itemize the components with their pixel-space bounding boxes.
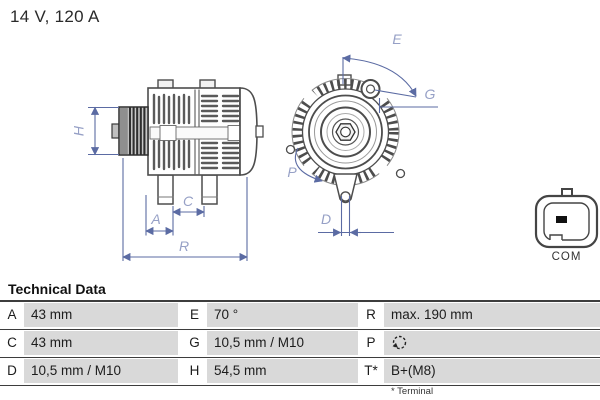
- front-foot: [333, 173, 358, 204]
- pulley-shaft: [111, 123, 120, 139]
- connector-tab: [561, 188, 573, 196]
- dim-value-c: 43 mm: [24, 331, 178, 355]
- side-view-dimensions: [88, 106, 248, 262]
- dimension-label-h: H: [71, 125, 87, 136]
- dimension-label-p: P: [287, 164, 297, 180]
- dim-value-e: 70 °: [207, 303, 358, 327]
- table-row: C 43 mm G 10,5 mm / M10 P: [0, 331, 600, 355]
- foot-bolt-hole: [340, 191, 351, 202]
- front-view-dimensions: [294, 54, 438, 237]
- dim-key-e: E: [189, 307, 199, 322]
- dim-key-t: T*: [364, 363, 378, 378]
- rotation-direction-icon: [392, 335, 407, 350]
- dimension-label-d: D: [321, 211, 331, 227]
- dimension-label-a: A: [150, 211, 160, 227]
- side-foot: [157, 174, 174, 205]
- table-row: A 43 mm E 70 ° R max. 190 mm: [0, 303, 600, 327]
- dimension-label-e: E: [392, 31, 402, 47]
- table-row: D 10,5 mm / M10 H 54,5 mm T* B+(M8): [0, 359, 600, 383]
- dim-value-r: max. 190 mm: [384, 303, 600, 327]
- dim-value-g: 10,5 mm / M10: [207, 331, 358, 355]
- dim-key-r: R: [366, 307, 376, 322]
- dim-key-a: A: [7, 307, 17, 322]
- dimension-label-c: C: [183, 193, 194, 209]
- table-title: Technical Data: [8, 281, 106, 297]
- connector-pin: [556, 216, 567, 223]
- dim-key-h: H: [189, 363, 200, 378]
- connector-drawing: COM: [534, 188, 599, 263]
- dimension-label-r: R: [179, 238, 189, 254]
- dimension-label-g: G: [425, 86, 436, 102]
- table-divider: [0, 356, 600, 358]
- dim-key-d: D: [7, 363, 17, 378]
- side-view-dimension-labels: H A C R: [71, 125, 194, 254]
- dim-value-d: 10,5 mm / M10: [24, 359, 178, 383]
- table-divider: [0, 328, 600, 330]
- table-divider: [0, 300, 600, 302]
- dim-value-t: B+(M8): [384, 359, 600, 383]
- dim-key-p: P: [366, 335, 376, 350]
- rear-end-fins: [200, 94, 245, 170]
- side-foot: [201, 174, 218, 205]
- drive-end-fins: [152, 93, 191, 171]
- table-divider: [0, 384, 600, 386]
- dim-value-p: [384, 331, 600, 355]
- rear-cap: [239, 87, 258, 176]
- side-view-drawing: [111, 79, 264, 205]
- front-view-dimension-labels: E G P D: [287, 31, 435, 227]
- voltage-amperage-rating: 14 V, 120 A: [10, 7, 100, 26]
- front-view-drawing: [285, 74, 406, 204]
- dim-key-c: C: [7, 335, 17, 350]
- dim-value-a: 43 mm: [24, 303, 178, 327]
- dim-key-g: G: [189, 335, 200, 350]
- terminal-stud: [255, 125, 264, 138]
- dim-value-h: 54,5 mm: [207, 359, 358, 383]
- connector-label: COM: [552, 251, 582, 263]
- terminal-footnote: * Terminal: [391, 386, 434, 397]
